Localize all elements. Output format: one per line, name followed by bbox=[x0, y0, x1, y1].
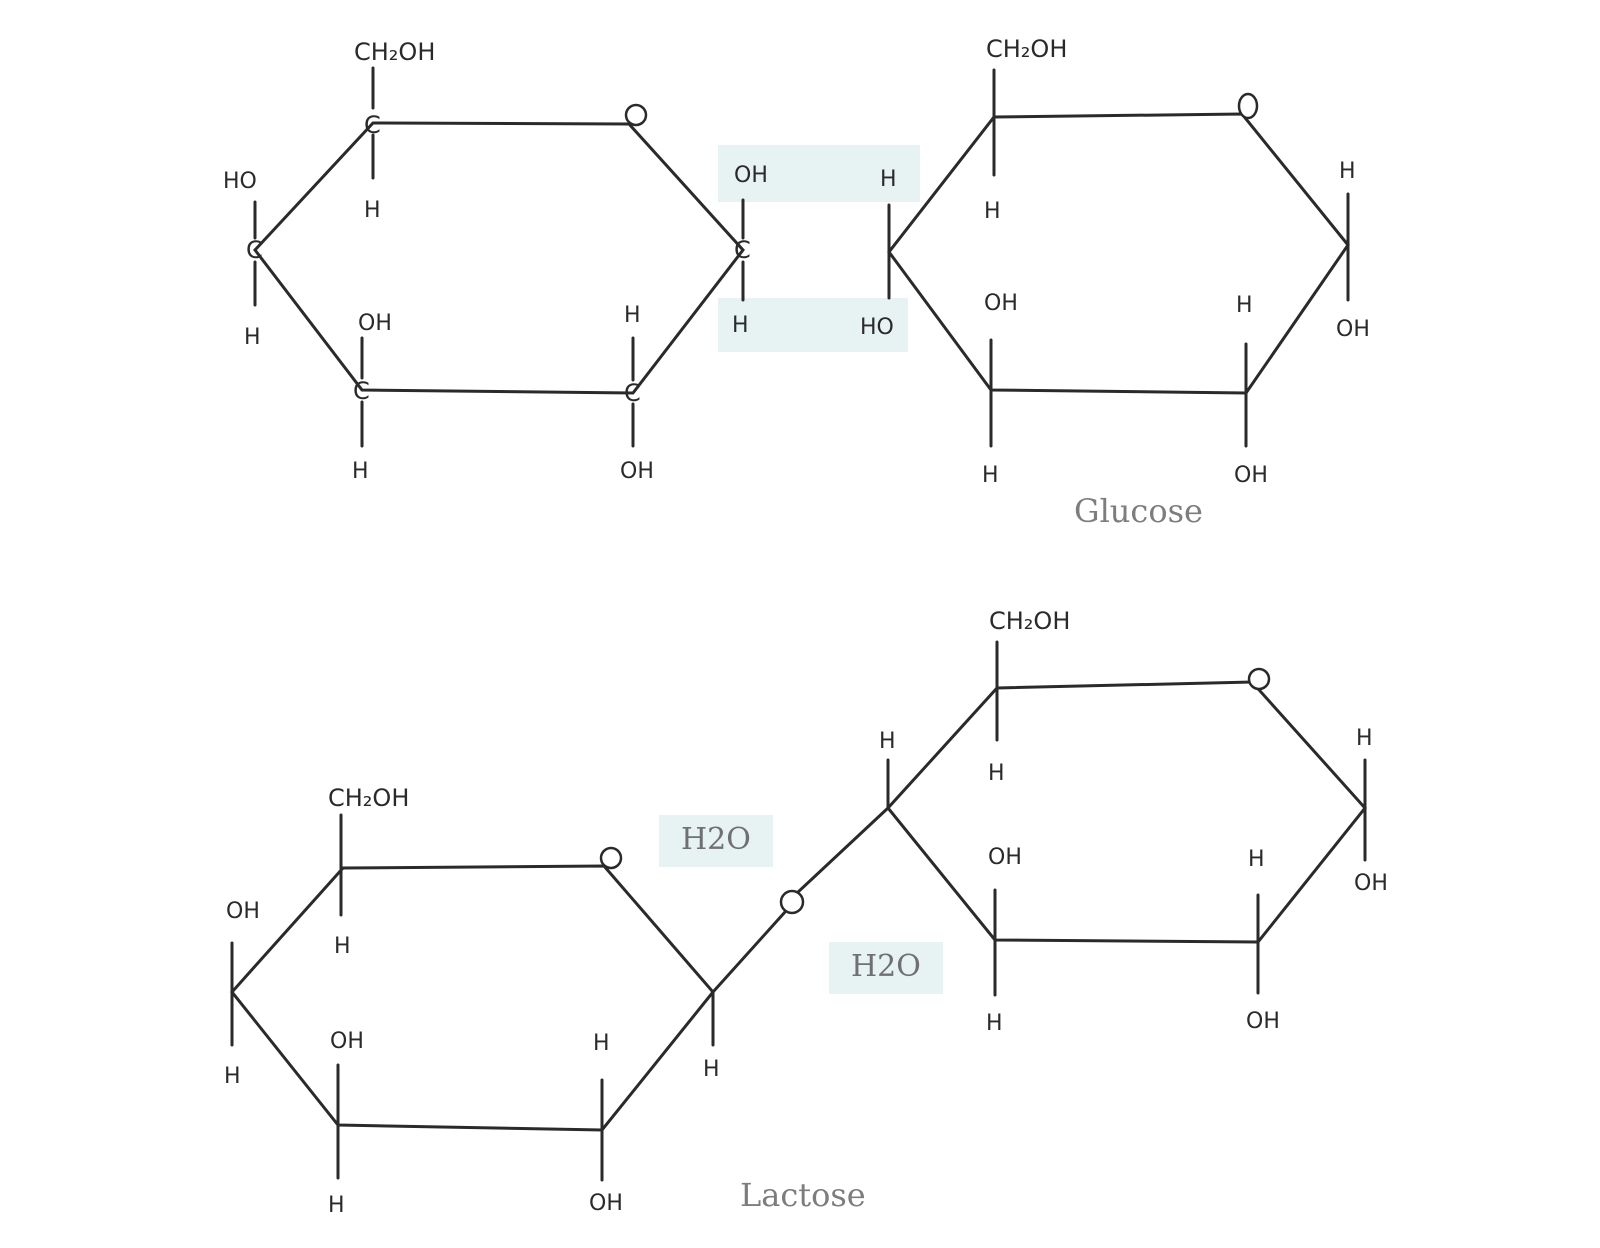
ch2oh-label: CH₂OH bbox=[986, 35, 1067, 63]
carbon-label: C bbox=[734, 236, 751, 264]
water-box-upper bbox=[659, 815, 773, 867]
h-label: H bbox=[1356, 726, 1373, 751]
oh-label: OH bbox=[589, 1191, 623, 1216]
oh-label: OH bbox=[358, 311, 392, 336]
glucose-caption: Glucose bbox=[1074, 492, 1203, 530]
ch2oh-label: CH₂OH bbox=[989, 607, 1070, 635]
h-label: H bbox=[364, 198, 381, 223]
h-label: H bbox=[352, 459, 369, 484]
ho-label: HO bbox=[223, 169, 257, 194]
ch2oh-label: CH₂OH bbox=[328, 784, 409, 812]
oh-label: OH bbox=[1246, 1009, 1280, 1034]
lactose-molecule: H2O H2O CH₂OH H OH H OH H H OH H bbox=[224, 607, 1388, 1218]
oh-label: OH bbox=[1354, 871, 1388, 896]
lactose-caption: Lactose bbox=[740, 1176, 866, 1214]
ring-oxygen bbox=[1247, 667, 1271, 691]
h-label: H bbox=[879, 729, 896, 754]
carbon-label: C bbox=[353, 377, 370, 405]
water-box-lower bbox=[829, 942, 943, 994]
water-label-upper: H2O bbox=[681, 822, 751, 857]
highlight-lower bbox=[718, 298, 908, 352]
lactose-ring-left: CH₂OH H OH H OH H H OH H bbox=[224, 784, 720, 1218]
oh-label: OH bbox=[1234, 463, 1268, 488]
oh-label: OH bbox=[1336, 317, 1370, 342]
carbon-label: C bbox=[624, 379, 641, 407]
h-label: H bbox=[988, 761, 1005, 786]
h-label: H bbox=[328, 1193, 345, 1218]
h-label: H bbox=[880, 167, 897, 192]
h-label: H bbox=[244, 325, 261, 350]
h-label: H bbox=[703, 1057, 720, 1082]
h-label: H bbox=[334, 934, 351, 959]
glycosidic-bond bbox=[711, 806, 890, 994]
glucose-pair: C CH₂OH H C HO H C OH H C H OH C OH bbox=[223, 35, 1370, 530]
water-label-lower: H2O bbox=[851, 949, 921, 984]
carbon-label: C bbox=[246, 236, 263, 264]
h-label: H bbox=[1248, 847, 1265, 872]
h-label: H bbox=[224, 1064, 241, 1089]
glucose-ring-right: CH₂OH H H HO H OH OH H H OH bbox=[860, 35, 1370, 488]
oh-label: OH bbox=[984, 291, 1018, 316]
ch2oh-label: CH₂OH bbox=[354, 38, 435, 66]
oh-label: OH bbox=[734, 163, 768, 188]
h-label: H bbox=[1339, 159, 1356, 184]
ring-oxygen bbox=[599, 846, 623, 870]
h-label: H bbox=[984, 199, 1001, 224]
carbon-label: C bbox=[364, 111, 381, 139]
glucose-ring-left: C CH₂OH H C HO H C OH H C H OH C OH bbox=[223, 38, 768, 484]
h-label: H bbox=[982, 463, 999, 488]
h-label: H bbox=[732, 313, 749, 338]
oh-label: OH bbox=[988, 845, 1022, 870]
h-label: H bbox=[986, 1011, 1003, 1036]
ring-oxygen bbox=[1237, 92, 1259, 120]
h-label: H bbox=[1236, 293, 1253, 318]
highlight-upper bbox=[718, 145, 920, 202]
h-label: H bbox=[624, 303, 641, 328]
ring-oxygen bbox=[624, 103, 648, 127]
bridge-oxygen bbox=[779, 889, 805, 915]
oh-label: OH bbox=[330, 1029, 364, 1054]
lactose-ring-right: CH₂OH H H H OH OH H H OH bbox=[879, 607, 1388, 1036]
oh-label: OH bbox=[620, 459, 654, 484]
h-label: H bbox=[593, 1031, 610, 1056]
oh-label: OH bbox=[226, 899, 260, 924]
ho-label: HO bbox=[860, 315, 894, 340]
